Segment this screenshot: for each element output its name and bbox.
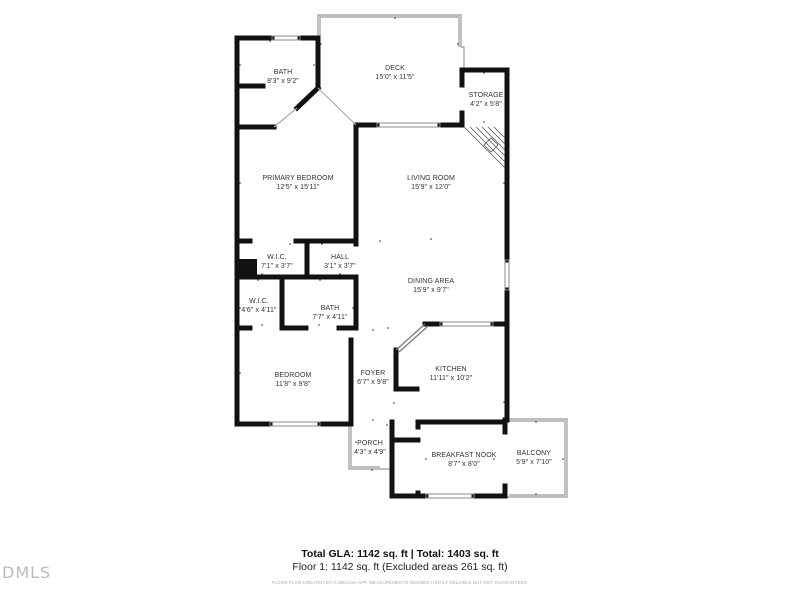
room-label-porch: PORCH 4'3" x 4'9" — [354, 439, 386, 457]
room-name: DINING AREA — [407, 278, 455, 285]
room-name: PORCH — [357, 440, 383, 447]
floor-area: Floor 1: 1142 sq. ft (Excluded areas 261… — [292, 561, 508, 573]
room-dimensions: 7'7" x 4'11" — [312, 314, 348, 321]
room-name: BATH — [273, 69, 293, 76]
wic-closet-block — [239, 259, 257, 277]
stair-hatch — [463, 126, 506, 169]
room-dimensions: 5'9" x 7'10" — [516, 459, 552, 466]
room-label-living-room: LIVING ROOM 15'9" x 12'0" — [407, 174, 455, 192]
room-name: FOYER — [360, 370, 386, 377]
room-dimensions: 15'9" x 9'7" — [413, 287, 449, 294]
room-name: BREAKFAST NOOK — [431, 452, 497, 459]
total-area: Total GLA: 1142 sq. ft | Total: 1403 sq.… — [301, 548, 499, 560]
room-dimensions: 11'8" x 9'8" — [275, 381, 311, 388]
room-dimensions: 12'5" x 15'11" — [276, 184, 320, 191]
room-label-primary-bedroom: PRIMARY BEDROOM 12'5" x 15'11" — [262, 174, 333, 192]
room-label-balcony: BALCONY 5'9" x 7'10" — [516, 449, 552, 467]
room-dimensions: 4'3" x 4'9" — [354, 449, 386, 456]
room-name: W.I.C. — [249, 298, 269, 305]
room-dimensions: 6'7" x 9'8" — [357, 379, 389, 386]
room-dimensions: 15'0" x 11'5" — [375, 74, 415, 81]
room-name: STORAGE — [468, 92, 504, 99]
watermark-logo: DMLS — [2, 563, 52, 582]
room-name: DECK — [385, 65, 405, 72]
room-label-deck: DECK 15'0" x 11'5" — [375, 64, 414, 82]
room-label-hall: HALL 3'1" x 3'7" — [324, 253, 356, 271]
room-label-dining-area: DINING AREA 15'9" x 9'7" — [408, 277, 454, 295]
kitchen-diagonal-window — [395, 323, 428, 353]
fixture-marks — [239, 17, 564, 495]
room-dimensions: 11'11" x 10'2" — [429, 375, 473, 382]
room-dimensions: 3'1" x 3'7" — [324, 263, 356, 270]
disclaimer: FLOOR PLAN CREATED BY CUBICASA APP. MEAS… — [271, 580, 529, 585]
room-dimensions: 15'9" x 12'0" — [411, 184, 451, 191]
room-label-bath-primary: BATH 8'3" x 9'2" — [267, 68, 299, 86]
room-name: BALCONY — [516, 450, 552, 457]
deck-outline — [317, 14, 465, 70]
room-dimensions: 4'2" x 5'8" — [470, 101, 502, 108]
room-label-foyer: FOYER 6'7" x 9'8" — [357, 369, 389, 387]
walls — [234, 35, 510, 499]
room-name: LIVING ROOM — [407, 175, 455, 182]
room-label-bath-2: BATH 7'7" x 4'11" — [312, 304, 347, 322]
room-label-kitchen: KITCHEN 11'11" x 10'2" — [430, 365, 473, 383]
room-name: BATH — [320, 305, 340, 312]
room-label-bedroom: BEDROOM 11'8" x 9'8" — [275, 371, 312, 389]
windows — [269, 35, 510, 499]
room-name: HALL — [331, 254, 349, 261]
room-label-wic-2: W.I.C. 4'6" x 4'11" — [241, 297, 276, 315]
room-name: KITCHEN — [435, 366, 467, 373]
room-label-breakfast-nook: BREAKFAST NOOK 8'7" x 8'0" — [431, 451, 496, 469]
balcony-outline — [507, 418, 568, 498]
bath-diagonal-window — [273, 87, 357, 128]
room-dimensions: 8'3" x 9'2" — [267, 78, 299, 85]
room-name: BEDROOM — [274, 372, 312, 379]
room-name: PRIMARY BEDROOM — [262, 175, 334, 182]
room-name: W.I.C. — [267, 254, 287, 261]
room-label-wic-1: W.I.C. 7'1" x 3'7" — [261, 253, 293, 271]
porch-outline — [348, 418, 390, 470]
room-dimensions: 4'6" x 4'11" — [241, 307, 277, 314]
room-dimensions: 7'1" x 3'7" — [261, 263, 293, 270]
room-dimensions: 8'7" x 8'0" — [448, 461, 480, 468]
room-label-storage: STORAGE 4'2" x 5'8" — [469, 91, 504, 109]
